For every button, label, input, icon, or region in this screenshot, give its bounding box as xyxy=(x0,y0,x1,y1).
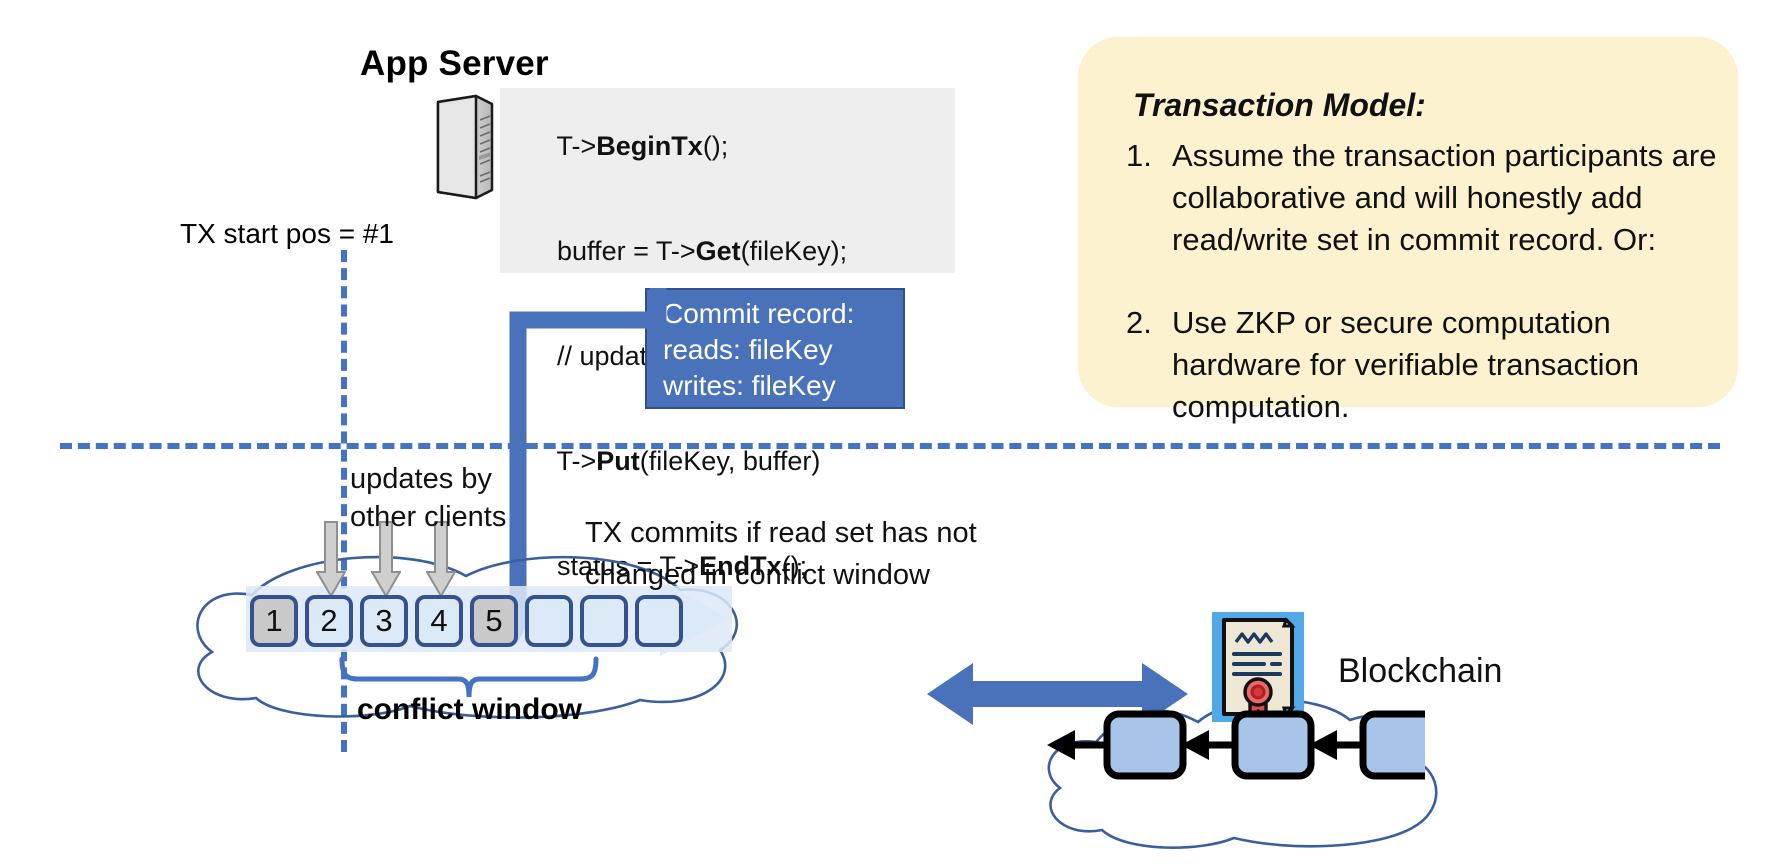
transaction-model-box: Transaction Model: 1. Assume the transac… xyxy=(1078,37,1738,424)
list-text: Assume the transaction participants are … xyxy=(1172,138,1717,257)
code-line: status = T->EndTx(); xyxy=(512,514,955,619)
code-pre: buffer = T-> xyxy=(557,236,696,266)
code-bold: BeginTx xyxy=(596,131,703,161)
list-number: 2. xyxy=(1126,305,1152,340)
transaction-model-item: 1. Assume the transaction participants a… xyxy=(1126,135,1726,261)
log-entry-box[interactable]: 4 xyxy=(415,595,463,647)
conflict-window-label: conflict window xyxy=(357,693,582,726)
code-line: buffer = T->Get(fileKey); xyxy=(512,199,955,304)
log-entry-box[interactable]: 3 xyxy=(360,595,408,647)
commit-record-reads: reads: fileKey xyxy=(663,334,833,365)
code-post: (); xyxy=(702,131,729,161)
conflict-window-brace xyxy=(338,655,600,700)
tx-start-pos-label: TX start pos = #1 xyxy=(180,218,394,249)
updates-label-line1: updates by xyxy=(350,463,492,495)
app-server-title: App Server xyxy=(360,44,549,83)
code-post: (fileKey); xyxy=(740,236,848,266)
code-block: T->BeginTx(); buffer = T->Get(fileKey); … xyxy=(500,88,955,581)
commit-record-title: Commit record: xyxy=(663,298,855,329)
code-line: T->Put(fileKey, buffer) xyxy=(512,409,955,514)
code-post: (fileKey, buffer) xyxy=(639,446,821,476)
updates-label-line2: other clients xyxy=(350,501,507,533)
commit-record-writes: writes: fileKey xyxy=(663,370,836,401)
list-number: 1. xyxy=(1126,138,1152,173)
log-entry-box[interactable] xyxy=(635,595,683,647)
exchange-double-arrow-icon xyxy=(925,655,1190,733)
code-pre: T-> xyxy=(556,446,597,476)
blockchain-block xyxy=(1231,710,1315,780)
code-bold: EndTx xyxy=(699,551,782,581)
tx-start-dashed-line xyxy=(341,250,347,752)
code-bold: Put xyxy=(596,446,640,476)
blockchain-block xyxy=(1103,710,1187,780)
code-pre: T-> xyxy=(556,131,597,161)
blockchain-block xyxy=(1359,710,1443,780)
commit-note-line2: changed in conflict window xyxy=(585,559,930,591)
code-line: T->BeginTx(); xyxy=(512,94,955,199)
log-entry-box[interactable] xyxy=(580,595,628,647)
update-arrow-icon xyxy=(425,520,457,598)
transaction-model-item: 2. Use ZKP or secure computation hardwar… xyxy=(1126,302,1726,428)
code-post: (); xyxy=(781,551,808,581)
log-entry-box[interactable] xyxy=(525,595,573,647)
update-arrow-icon xyxy=(315,520,347,598)
server-tower-icon xyxy=(430,92,500,202)
update-arrow-icon xyxy=(370,520,402,598)
commit-record-box: Commit record: reads: fileKey writes: fi… xyxy=(645,288,905,409)
certificate-icon xyxy=(1212,612,1304,722)
commit-note-line1: TX commits if read set has not xyxy=(585,517,977,549)
list-text: Use ZKP or secure computation hardware f… xyxy=(1172,305,1639,424)
transaction-model-title: Transaction Model: xyxy=(1133,87,1426,123)
code-bold: Get xyxy=(695,236,741,266)
log-entry-box[interactable]: 1 xyxy=(250,595,298,647)
blockchain-block-chain xyxy=(1045,700,1443,790)
log-entry-box[interactable]: 2 xyxy=(305,595,353,647)
code-pre: status = T-> xyxy=(557,551,700,581)
log-entry-box[interactable]: 5 xyxy=(470,595,518,647)
blockchain-label: Blockchain xyxy=(1338,652,1503,690)
updates-by-other-clients-label: updates by other clients xyxy=(350,460,506,536)
log-entry-row: 1 2 3 4 5 xyxy=(250,595,683,647)
tx-commit-condition-note: TX commits if read set has not changed i… xyxy=(585,512,977,596)
layer-separator-dashed-line xyxy=(60,443,1720,449)
